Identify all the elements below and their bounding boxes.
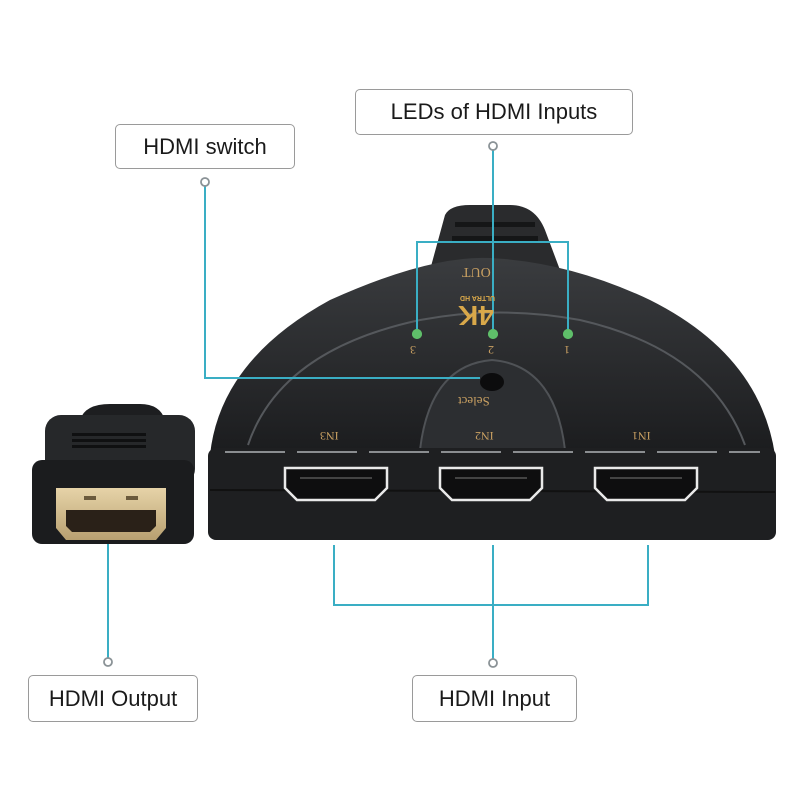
callout-hdmi-switch: HDMI switch — [115, 124, 295, 169]
leader-endpoints — [103, 141, 498, 668]
led-number-1: 1 — [564, 343, 570, 357]
hdmi-output-plug — [32, 404, 195, 544]
led-number-2: 2 — [488, 343, 494, 357]
callout-leds: LEDs of HDMI Inputs — [355, 89, 633, 135]
device-brand-label: 4K — [458, 300, 494, 331]
led-number-3: 3 — [410, 343, 416, 357]
hdmi-port-in3 — [283, 466, 389, 502]
device-out-label: OUT — [462, 264, 491, 279]
port-label-in2: IN2 — [475, 429, 494, 443]
hdmi-port-in1 — [593, 466, 699, 502]
port-label-in1: IN1 — [632, 429, 651, 443]
hdmi-port-in2 — [438, 466, 544, 502]
device-brand-sub: ULTRA HD — [460, 294, 495, 301]
port-label-in3: IN3 — [320, 429, 339, 443]
hdmi-switch-device — [208, 205, 776, 540]
callout-hdmi-output: HDMI Output — [28, 675, 198, 722]
select-label: Select — [458, 394, 490, 409]
leader-lines — [107, 147, 649, 662]
callout-hdmi-input: HDMI Input — [412, 675, 577, 722]
select-button — [480, 373, 504, 391]
